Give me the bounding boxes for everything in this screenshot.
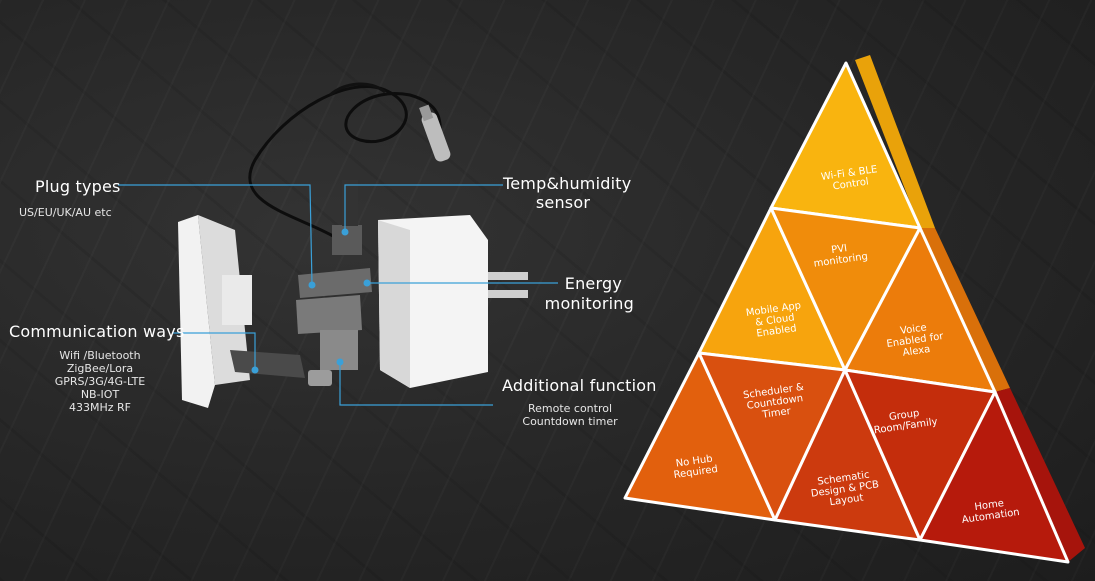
leader-dots bbox=[251, 228, 371, 374]
comm-item: GPRS/3G/4G-LTE bbox=[54, 375, 146, 388]
comm-item: ZigBee/Lora bbox=[66, 362, 134, 375]
additional-item: Countdown timer bbox=[522, 415, 618, 428]
communication-title: Communication ways bbox=[9, 322, 185, 341]
pyramid-faces bbox=[623, 61, 1070, 564]
sensor-probe bbox=[419, 104, 451, 162]
additional-list: Remote control Countdown timer bbox=[505, 402, 635, 428]
leader-lines bbox=[118, 184, 558, 406]
plug-types-title: Plug types bbox=[35, 177, 121, 196]
energy-monitoring-label: Energy monitoring bbox=[520, 274, 634, 314]
pyramid-side-top bbox=[855, 55, 935, 228]
energy-line1: Energy bbox=[564, 274, 622, 293]
temp-line1: Temp&humidity bbox=[503, 174, 632, 193]
front-face-plate bbox=[178, 215, 252, 408]
temp-humidity-label: Temp&humidity sensor bbox=[503, 174, 632, 212]
rear-housing bbox=[378, 215, 528, 388]
temp-line2: sensor bbox=[535, 193, 591, 212]
bottom-board bbox=[230, 350, 305, 378]
communication-list: Wifi /Bluetooth ZigBee/Lora GPRS/3G/4G-L… bbox=[35, 349, 165, 414]
comm-item: NB-IOT bbox=[80, 388, 120, 401]
pyramid-side-middle bbox=[920, 228, 1010, 392]
additional-item: Remote control bbox=[527, 402, 613, 415]
comm-item: Wifi /Bluetooth bbox=[59, 349, 141, 362]
energy-line2: monitoring bbox=[544, 294, 634, 313]
additional-function-title: Additional function bbox=[502, 376, 657, 395]
sensor-cable bbox=[248, 85, 442, 242]
tri-home bbox=[918, 390, 1070, 564]
comm-item: 433MHz RF bbox=[69, 401, 131, 414]
pyramid-side-bottom bbox=[995, 388, 1085, 562]
plug-types-detail: US/EU/UK/AU etc bbox=[19, 206, 112, 219]
